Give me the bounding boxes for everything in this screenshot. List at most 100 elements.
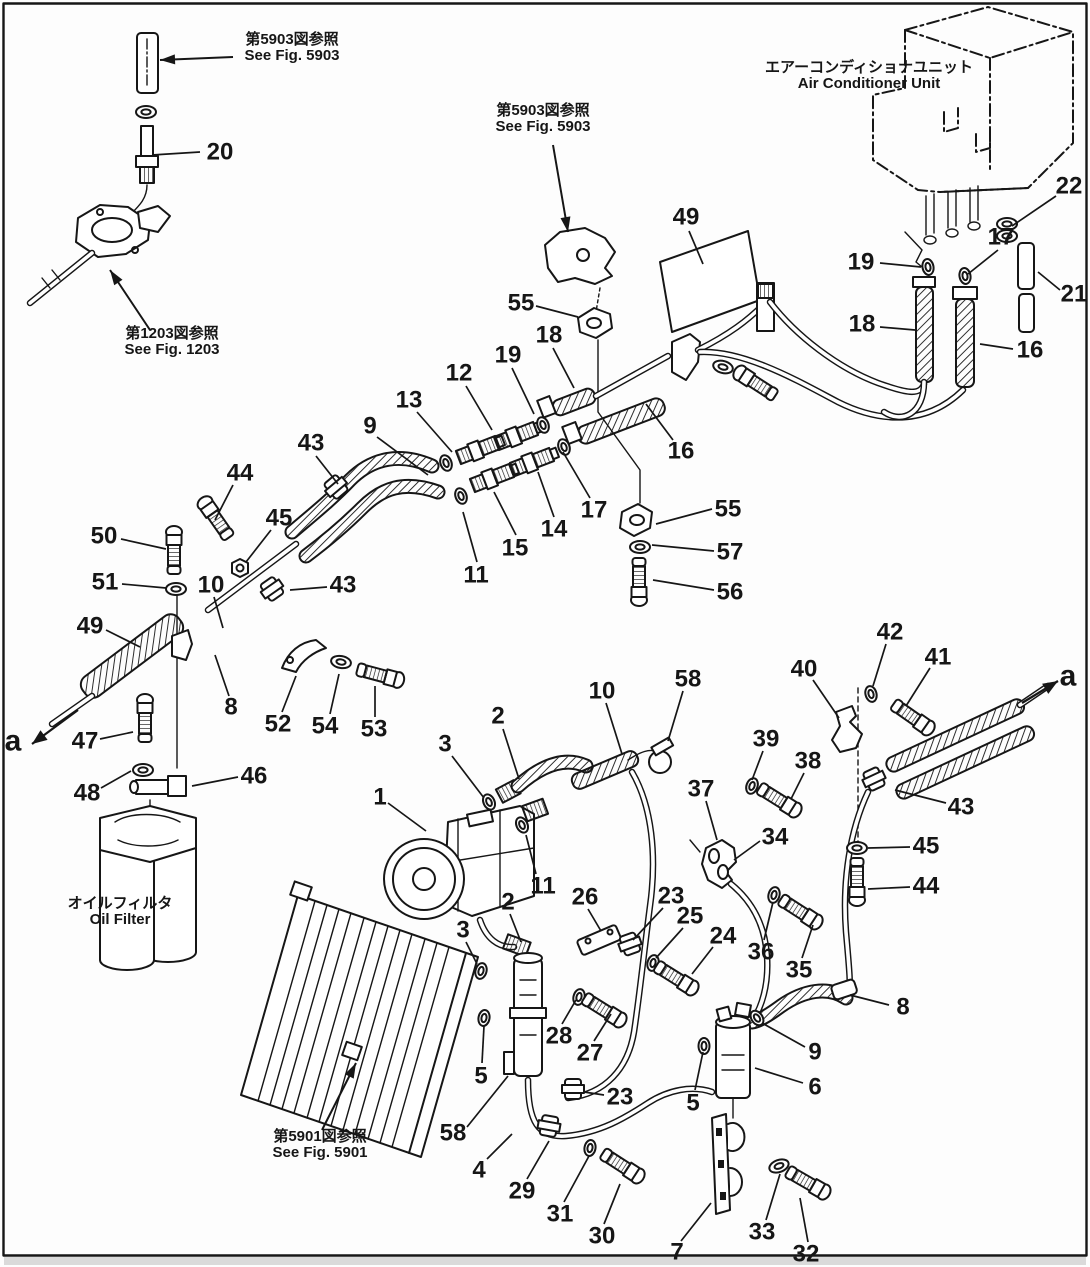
leader-line [799, 1197, 809, 1243]
part-label-10: 10 [198, 572, 225, 599]
leader-line [376, 436, 429, 476]
part-label-49: 49 [673, 204, 700, 231]
ac-hoses [880, 217, 1035, 420]
part-label-2: 2 [501, 889, 514, 916]
part-label-31: 31 [547, 1201, 574, 1228]
ref-fig-5903-left-en: See Fig. 5903 [244, 47, 339, 64]
leader-line [801, 924, 814, 959]
view-marker-a: a [1060, 660, 1077, 693]
part-label-44: 44 [913, 873, 940, 900]
leader-line [465, 941, 478, 965]
leader-line [603, 1183, 621, 1225]
leader-line [632, 907, 664, 941]
part-label-58: 58 [675, 666, 702, 693]
scan-edge [4, 1257, 1086, 1265]
leader-line [967, 249, 999, 275]
leader-line [761, 1022, 806, 1048]
left-branch [48, 540, 300, 769]
part-label-57: 57 [717, 539, 744, 566]
leader-line [120, 538, 167, 550]
ref-fig-5901-jp: 第5901図参照 [273, 1127, 366, 1145]
part-label-34: 34 [762, 824, 789, 851]
leader-line [751, 750, 764, 781]
ref-fig-5903-left-jp: 第5903図参照 [245, 30, 338, 48]
leader-line [905, 667, 931, 707]
part-label-24: 24 [710, 923, 737, 950]
part-label-45: 45 [913, 833, 940, 860]
leader-line [493, 491, 517, 536]
part-label-17: 17 [988, 224, 1015, 251]
part-label-29: 29 [509, 1178, 536, 1205]
nut-45 [231, 558, 249, 578]
part-label-44: 44 [227, 460, 254, 487]
part-label-39: 39 [753, 726, 780, 753]
part-label-20: 20 [207, 139, 234, 166]
part-label-53: 53 [361, 716, 388, 743]
leader-line [466, 1075, 509, 1128]
leader-line [754, 1067, 804, 1084]
part-label-54: 54 [312, 713, 339, 740]
part-label-11: 11 [530, 873, 555, 900]
leader-line [105, 629, 141, 648]
leader-line [552, 347, 575, 389]
part-label-49: 49 [77, 613, 104, 640]
bracket-10 [171, 629, 193, 661]
leader-line [652, 579, 715, 591]
leader-line [214, 654, 230, 697]
part-label-7: 7 [670, 1239, 683, 1266]
discharge-hose [479, 736, 675, 1102]
leader-line [655, 508, 713, 525]
leader-line [733, 840, 761, 861]
leader-line [245, 529, 272, 563]
part-label-8: 8 [896, 994, 909, 1021]
ref-fig-5903-mid-en: See Fig. 5903 [495, 118, 590, 135]
leader-line [763, 901, 774, 941]
leader-line [593, 1013, 612, 1042]
leader-line [511, 367, 535, 415]
leader-line [121, 583, 167, 589]
air-conditioner-unit-box [872, 6, 1074, 193]
leader-line [583, 1091, 605, 1096]
part-label-4: 4 [472, 1157, 486, 1184]
leader-line [705, 800, 718, 841]
leader-line [849, 994, 890, 1006]
ac-unit-pipe-stubs [904, 185, 981, 273]
leader-line [416, 411, 453, 453]
drier-group [697, 978, 858, 1215]
leader-line [99, 731, 134, 740]
part-label-22: 22 [1056, 173, 1083, 200]
receiver-tube [472, 916, 716, 1187]
leader-line [667, 690, 684, 742]
leader-line [691, 946, 714, 975]
part-label-16: 16 [668, 438, 695, 465]
clamp-55-top [577, 307, 613, 339]
leader-line [680, 1202, 712, 1242]
part-label-18: 18 [849, 311, 876, 338]
ref-fig-1203-en: See Fig. 1203 [124, 341, 219, 358]
leader-line [694, 1051, 704, 1091]
part-label-37: 37 [688, 776, 715, 803]
mid-clamp-group [619, 503, 653, 607]
leader-line [535, 305, 579, 318]
left-fasteners [129, 492, 407, 813]
valve-ref-1203 [26, 204, 171, 307]
leader-line [462, 511, 478, 563]
leader-line [867, 846, 911, 849]
arrowhead [32, 730, 48, 744]
clamp-55 [619, 503, 653, 537]
oil-filter-en: Oil Filter [90, 911, 151, 928]
part-label-5: 5 [686, 1090, 699, 1117]
part-label-6: 6 [808, 1074, 821, 1101]
leader-line [790, 772, 805, 800]
bracket-52 [281, 639, 327, 673]
view-marker-a: a [5, 725, 22, 758]
oil-filter-jp: オイルフィルタ [68, 895, 173, 912]
leader-line [1011, 195, 1057, 227]
tube-ref-5903 [129, 32, 159, 216]
leader-line [1037, 271, 1061, 291]
part-label-14: 14 [541, 516, 568, 543]
leader-line [562, 451, 591, 499]
part-label-9: 9 [808, 1039, 821, 1066]
mid-fasteners [570, 924, 703, 1031]
part-label-9: 9 [363, 413, 376, 440]
